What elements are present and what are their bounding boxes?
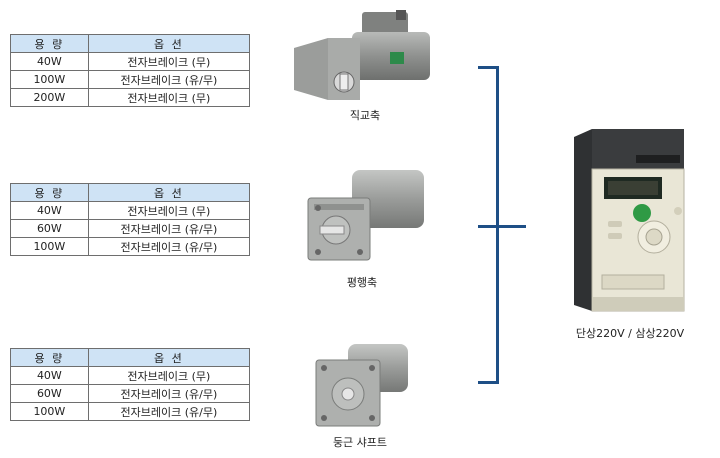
- right-angle-gearmotor-icon: [294, 10, 430, 100]
- table-header-row: 용 량 옵 션: [10, 34, 251, 53]
- table-row: 40W 전자브레이크 (무): [10, 52, 251, 71]
- spec-table-round-shaft: 용 량 옵 션 40W 전자브레이크 (무) 60W 전자브레이크 (유/무) …: [10, 348, 251, 421]
- header-option: 옵 션: [87, 34, 251, 53]
- capacity-cell: 200W: [10, 88, 89, 107]
- connector-middle-line: [478, 225, 526, 228]
- capacity-cell: 40W: [10, 366, 89, 385]
- table-row: 200W 전자브레이크 (무): [10, 88, 251, 107]
- table-row: 40W 전자브레이크 (무): [10, 201, 251, 220]
- motor-label: 둥근 샤프트: [332, 436, 388, 449]
- option-cell: 전자브레이크 (유/무): [87, 70, 251, 89]
- capacity-cell: 60W: [10, 219, 89, 238]
- table-row: 100W 전자브레이크 (유/무): [10, 237, 251, 256]
- header-capacity: 용 량: [10, 183, 89, 202]
- capacity-cell: 40W: [10, 201, 89, 220]
- header-capacity: 용 량: [10, 348, 89, 367]
- round-shaft-motor-icon: [315, 344, 408, 427]
- table-header-row: 용 량 옵 션: [10, 183, 251, 202]
- header-capacity: 용 량: [10, 34, 89, 53]
- motor-label: 평행축: [346, 276, 378, 289]
- parallel-shaft-gearmotor-icon: [307, 170, 424, 261]
- connector-top-line: [478, 66, 498, 69]
- table-row: 100W 전자브레이크 (유/무): [10, 402, 251, 421]
- header-option: 옵 션: [87, 348, 251, 367]
- capacity-cell: 40W: [10, 52, 89, 71]
- motor-label: 직교축: [349, 109, 381, 122]
- capacity-cell: 100W: [10, 70, 89, 89]
- table-row: 60W 전자브레이크 (유/무): [10, 219, 251, 238]
- table-row: 100W 전자브레이크 (유/무): [10, 70, 251, 89]
- option-cell: 전자브레이크 (무): [87, 52, 251, 71]
- spec-table-parallel: 용 량 옵 션 40W 전자브레이크 (무) 60W 전자브레이크 (유/무) …: [10, 183, 251, 256]
- option-cell: 전자브레이크 (무): [87, 201, 251, 220]
- option-cell: 전자브레이크 (무): [87, 88, 251, 107]
- option-cell: 전자브레이크 (무): [87, 366, 251, 385]
- option-cell: 전자브레이크 (유/무): [87, 402, 251, 421]
- table-row: 60W 전자브레이크 (유/무): [10, 384, 251, 403]
- spec-table-right-angle: 용 량 옵 션 40W 전자브레이크 (무) 100W 전자브레이크 (유/무)…: [10, 34, 251, 107]
- table-row: 40W 전자브레이크 (무): [10, 366, 251, 385]
- inverter-drive-icon: [574, 129, 685, 312]
- option-cell: 전자브레이크 (유/무): [87, 219, 251, 238]
- table-header-row: 용 량 옵 션: [10, 348, 251, 367]
- drive-voltage-label: 단상220V / 삼상220V: [575, 327, 685, 340]
- capacity-cell: 100W: [10, 402, 89, 421]
- capacity-cell: 100W: [10, 237, 89, 256]
- option-cell: 전자브레이크 (유/무): [87, 384, 251, 403]
- header-option: 옵 션: [87, 183, 251, 202]
- option-cell: 전자브레이크 (유/무): [87, 237, 251, 256]
- connector-bottom-line: [478, 381, 498, 384]
- capacity-cell: 60W: [10, 384, 89, 403]
